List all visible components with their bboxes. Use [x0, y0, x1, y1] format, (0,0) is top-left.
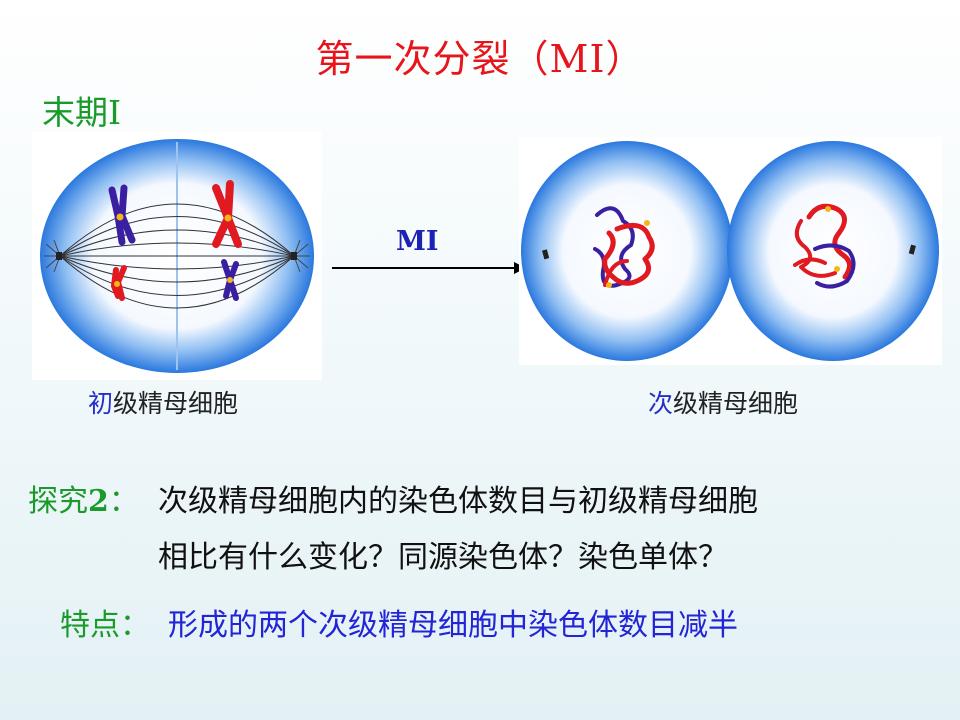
centromere — [224, 214, 232, 222]
left-cell-chromatin — [593, 206, 655, 288]
caption-rest: 级精母细胞 — [673, 389, 799, 418]
secondary-spermatocyte-diagram — [519, 137, 942, 365]
stage-label: 末期Ⅰ — [42, 93, 122, 132]
primary-spermatocyte-caption: 初级精母细胞 — [88, 384, 238, 420]
caption-highlight: 初 — [88, 389, 114, 418]
centromere — [644, 220, 650, 226]
centromere — [825, 206, 831, 212]
left-daughter-cell — [521, 141, 733, 361]
caption-highlight: 次 — [648, 389, 674, 418]
question-label: 探究2： — [28, 476, 139, 520]
question-number: 2 — [88, 484, 109, 519]
right-daughter-cell — [727, 141, 939, 361]
secondary-spermatocyte-caption: 次级精母细胞 — [648, 384, 798, 420]
left-cell-centriole-icon — [542, 249, 550, 260]
right-cell-centriole-icon — [908, 244, 916, 255]
question-label-text: 探究 — [28, 484, 88, 519]
primary-spermatocyte-svg — [40, 139, 314, 373]
centromere — [606, 282, 612, 288]
arrow-icon — [332, 262, 526, 274]
primary-spermatocyte-diagram — [32, 132, 322, 380]
chromosomes — [108, 180, 242, 301]
question-line-1: 次级精母细胞内的染色体数目与初级精母细胞 — [158, 484, 758, 519]
left-centriole-icon — [44, 239, 62, 273]
spindle-fibers — [59, 203, 295, 309]
feature-text: 形成的两个次级精母细胞中染色体数目减半 — [168, 608, 738, 643]
centromere — [227, 277, 233, 283]
centromere — [114, 281, 120, 287]
caption-rest: 级精母细胞 — [113, 389, 239, 418]
question-colon: ： — [108, 484, 139, 519]
feature-label: 特点： — [60, 608, 150, 643]
secondary-spermatocyte-svg — [521, 141, 939, 361]
arrow-label: MⅠ — [396, 226, 439, 257]
right-centriole-icon — [291, 239, 310, 273]
division-arrow — [330, 258, 530, 282]
centromere — [116, 213, 124, 221]
centromere — [834, 266, 840, 272]
right-cell-chromatin — [793, 203, 856, 289]
slide-title: 第一次分裂（MⅠ） — [315, 37, 645, 81]
question-line-2: 相比有什么变化？同源染色体？染色单体？ — [158, 540, 728, 575]
